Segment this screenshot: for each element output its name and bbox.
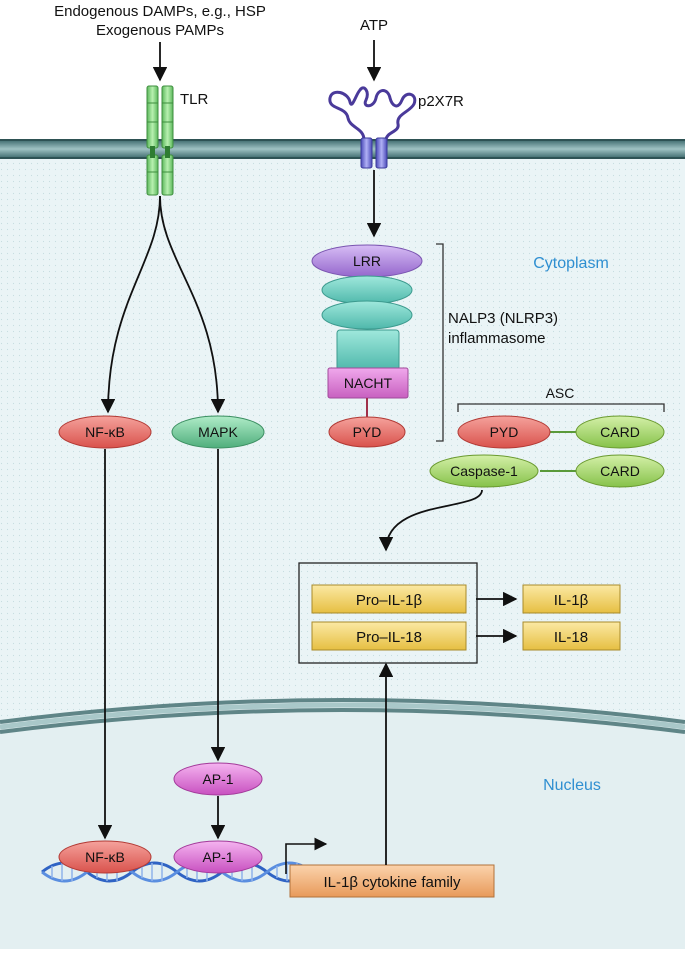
caspase-1-label: Caspase-1 — [450, 463, 518, 479]
nuclear-envelope-mid — [0, 702, 685, 730]
mapk-label: MAPK — [198, 424, 238, 440]
nuclear-envelope-outer — [0, 698, 685, 724]
teal-block — [336, 329, 400, 371]
ap1-nuclear-label: AP-1 — [202, 849, 233, 865]
inflammasome-bracket — [436, 243, 444, 442]
transcription-start-arrow — [285, 837, 328, 874]
pamps-label: Exogenous PAMPs — [96, 22, 224, 39]
pyd-label: PYD — [353, 424, 382, 440]
ap1-oval — [173, 762, 263, 796]
asc-card-label: CARD — [600, 424, 640, 440]
pro-il18-label: Pro–IL-18 — [356, 629, 422, 646]
il18-label: IL-18 — [554, 629, 588, 646]
ap1-nuclear-oval — [173, 840, 263, 874]
tlr-receptor-icon — [146, 85, 174, 196]
ap1-label: AP-1 — [202, 771, 233, 787]
nalp3-inflammasome — [311, 244, 423, 448]
il1b-gene-label: IL-1β cytokine family — [323, 874, 461, 891]
nacht-label: NACHT — [344, 375, 393, 391]
lrr-label: LRR — [353, 253, 381, 269]
arrow-tlr-to-nfkb — [100, 195, 161, 414]
nalp3-label: NALP3 (NLRP3) — [448, 310, 558, 327]
pyd-domain — [328, 416, 406, 448]
tlr-label: TLR — [180, 91, 209, 108]
il1b-gene-box — [289, 864, 495, 898]
caspase-card-label: CARD — [600, 463, 640, 479]
nucleus-label: Nucleus — [543, 777, 601, 794]
arrow-tlr-to-mapk — [159, 195, 226, 414]
il18-box — [522, 621, 621, 651]
caspase-card — [575, 454, 665, 488]
mapk-oval — [171, 415, 265, 449]
pro-il1b-label: Pro–IL-1β — [356, 592, 423, 609]
pro-il18-box — [311, 621, 467, 651]
processing-box — [298, 562, 478, 664]
asc-pyd-label: PYD — [490, 424, 519, 440]
asc-bracket — [457, 403, 665, 412]
il1b-box — [522, 584, 621, 614]
asc-card — [575, 415, 665, 449]
nfkb-nuclear-label: NF-κB — [85, 849, 125, 865]
nfkb-oval — [58, 415, 152, 449]
plasma-membrane — [0, 140, 685, 158]
p2x7r-receptor-icon — [328, 86, 417, 169]
teal-repeat-1 — [321, 275, 413, 305]
teal-repeat-2 — [321, 300, 413, 330]
pro-il1b-box — [311, 584, 467, 614]
inflammasome-label: inflammasome — [448, 330, 546, 347]
asc-label: ASC — [546, 385, 575, 401]
p2x7r-label: p2X7R — [418, 93, 464, 110]
nfkb-nuclear-oval — [58, 840, 152, 874]
atp-label: ATP — [360, 17, 388, 34]
asc-pyd — [457, 415, 551, 449]
nuclear-envelope-inner — [0, 708, 685, 734]
nfkb-label: NF-κB — [85, 424, 125, 440]
damps-label: Endogenous DAMPs, e.g., HSP — [54, 3, 266, 20]
caspase-1 — [429, 454, 539, 488]
cytoplasm-label: Cytoplasm — [533, 255, 609, 272]
arrow-caspase-to-processing — [378, 489, 483, 552]
il1b-label: IL-1β — [554, 592, 589, 609]
nuclear-envelope — [0, 700, 685, 949]
extracellular-space — [0, 0, 685, 145]
